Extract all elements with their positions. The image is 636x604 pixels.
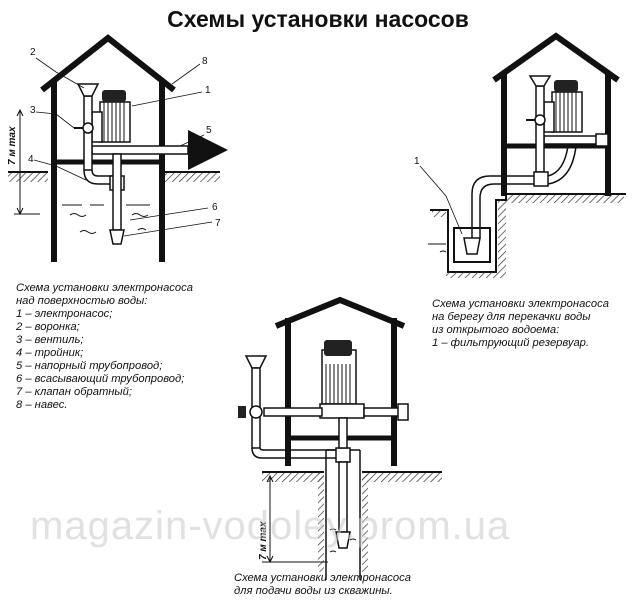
roof-3 xyxy=(274,296,406,329)
caption-1-line: Схема установки электронасоса xyxy=(16,282,193,294)
page-title: Схемы установки насосов xyxy=(167,6,469,32)
caption-3-line: для подачи воды из скважины. xyxy=(234,585,393,597)
check-valve-1 xyxy=(109,229,125,245)
callout-1: 1 xyxy=(205,85,211,96)
caption-1-line: 6 – всасывающий трубопровод; xyxy=(16,373,185,385)
tee-2 xyxy=(533,171,549,187)
caption-2-line: из открытого водоема: xyxy=(432,324,560,336)
caption-diagram-2: Схема установки электронасоса на берегу … xyxy=(432,298,609,350)
caption-1-line: 7 – клапан обратный; xyxy=(16,386,132,398)
caption-2-line: на берегу для перекачки воды xyxy=(432,311,591,323)
caption-1-line: 2 – воронка; xyxy=(16,321,80,333)
caption-1-line: 4 – тройник; xyxy=(16,347,84,359)
height-label-3: 7 м max xyxy=(258,521,269,560)
roof-2 xyxy=(492,32,620,83)
water-1 xyxy=(62,204,150,234)
suction-pipe-2 xyxy=(471,175,534,238)
caption-diagram-1: Схема установки электронасоса над поверх… xyxy=(16,282,193,412)
caption-1-line: 5 – напорный трубопровод; xyxy=(16,360,163,372)
funnel-1 xyxy=(76,83,100,97)
caption-1-line: 8 – навес. xyxy=(16,399,68,411)
caption-3-line: Схема установки электронасоса xyxy=(234,572,411,584)
caption-1-line: 1 – электронасос; xyxy=(16,308,113,320)
caption-1-line: над поверхностью воды: xyxy=(16,295,148,307)
caption-1-line: 3 – вентиль; xyxy=(16,334,84,346)
callout-8: 8 xyxy=(202,56,208,67)
ground-hatch-left xyxy=(8,172,48,182)
pump-motor-3 xyxy=(321,349,357,405)
height-label-1: 7 м max xyxy=(7,126,18,165)
callout-7: 7 xyxy=(215,218,221,229)
diagram-2: 1 xyxy=(414,32,626,278)
caption-2-line: Схема установки электронасоса xyxy=(432,298,609,310)
suction-pipe-1 xyxy=(112,153,122,231)
pump-motor-2 xyxy=(551,91,583,133)
callout-2: 2 xyxy=(30,47,36,58)
pressure-pipe-1 xyxy=(91,145,189,155)
callout-4: 4 xyxy=(28,154,34,165)
caption-diagram-3: Схема установки электронасоса для подачи… xyxy=(234,572,411,598)
diagram-3: 7 м max xyxy=(238,296,442,580)
watermark: magazin-vodoley.prom.ua xyxy=(30,504,511,548)
tee-3 xyxy=(335,447,351,463)
callout-5: 5 xyxy=(206,125,212,136)
pump-motor-1 xyxy=(99,101,131,143)
callout-1-diagram-2: 1 xyxy=(414,156,420,167)
diagram-1: 7 м max 2 3 4 1 5 8 6 7 xyxy=(7,34,228,262)
roof-1 xyxy=(40,34,176,93)
callout-6: 6 xyxy=(212,202,218,213)
caption-2-line: 1 – фильтрующий резервуар. xyxy=(432,337,589,349)
ground-hatch-right xyxy=(160,172,220,182)
callout-3: 3 xyxy=(30,105,36,116)
